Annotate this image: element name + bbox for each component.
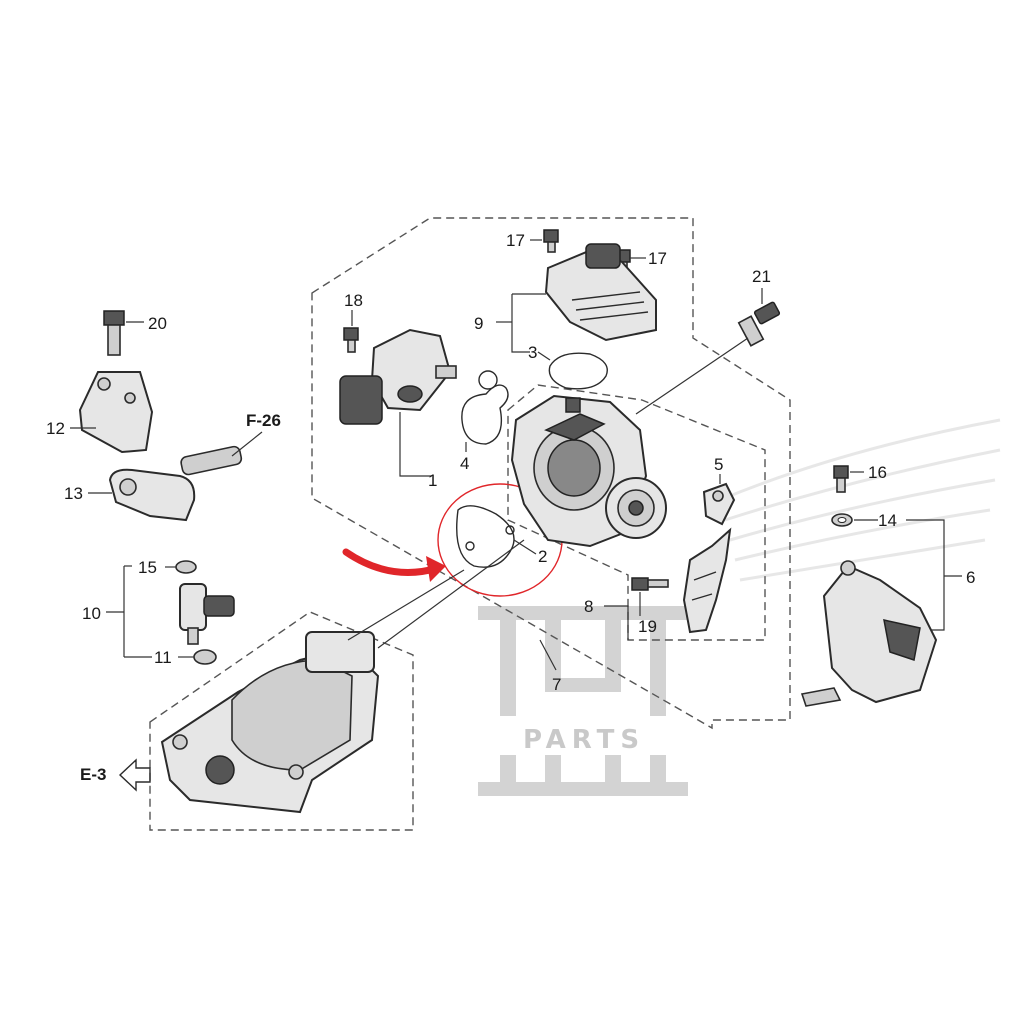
clip-5	[702, 482, 736, 526]
callout-1: 1	[428, 471, 437, 490]
watermark-logo: PARTS	[478, 606, 688, 796]
callout-6: 6	[966, 568, 975, 587]
wing-logo-watermark	[719, 418, 1001, 582]
callout-18: 18	[344, 291, 363, 310]
map-sensor-9	[544, 243, 657, 342]
bolt-16	[833, 465, 849, 493]
seal-11	[193, 649, 217, 665]
callout-3: 3	[528, 343, 537, 362]
callout-16: 16	[868, 463, 887, 482]
bolt-17a	[543, 229, 559, 253]
callout-14: 14	[878, 511, 897, 530]
bolt-21	[737, 301, 781, 347]
highlight-arrow-icon	[342, 548, 442, 576]
callout-20: 20	[148, 314, 167, 333]
callout-15: 15	[138, 558, 157, 577]
watermark-text: PARTS	[523, 725, 645, 755]
callout-2: 2	[538, 547, 547, 566]
callout-10: 10	[82, 604, 101, 623]
callout-19: 19	[638, 617, 657, 636]
o-ring-4	[461, 370, 509, 445]
holder-13	[108, 445, 243, 522]
throttle-position-sensor	[339, 328, 457, 425]
callout-17a: 17	[506, 231, 525, 250]
throttle-body	[510, 394, 667, 548]
washer-14	[831, 513, 853, 527]
callout-7: 7	[552, 675, 561, 694]
callout-9: 9	[474, 314, 483, 333]
highlight-arrowhead	[426, 556, 446, 582]
bolt-18	[343, 327, 359, 353]
callout-5: 5	[714, 455, 723, 474]
throttle-assembly-dashed-outline	[311, 217, 791, 730]
gasket-3	[548, 352, 608, 390]
bolt-19	[631, 577, 669, 591]
intake-manifold	[160, 631, 380, 814]
bracket-12	[78, 371, 154, 454]
callout-12: 12	[46, 419, 65, 438]
bolt-20	[103, 310, 125, 356]
intake-manifold-dashed-outline	[149, 611, 414, 831]
arrow-left-icon	[118, 758, 151, 792]
callout-11: 11	[154, 648, 172, 667]
o-ring-15	[175, 560, 197, 574]
cover-6	[800, 560, 938, 707]
callout-13: 13	[64, 484, 83, 503]
bracket-8	[682, 527, 732, 634]
reference-f26: F-26	[246, 411, 281, 430]
gasket-2	[456, 505, 515, 568]
injector-10	[179, 583, 235, 645]
callout-21: 21	[752, 267, 771, 286]
callout-17b: 17	[648, 249, 667, 268]
reference-e3: E-3	[80, 765, 106, 784]
callout-4: 4	[460, 454, 469, 473]
callout-8: 8	[584, 597, 593, 616]
